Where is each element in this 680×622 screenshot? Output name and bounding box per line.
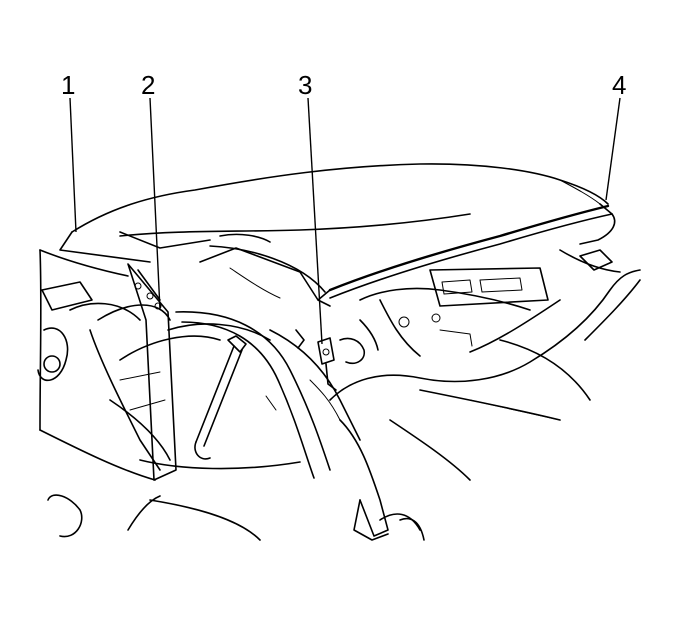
vehicle-line-art bbox=[37, 163, 641, 541]
callout-4-label: 4 bbox=[612, 70, 626, 100]
callout-3-label: 3 bbox=[298, 70, 312, 100]
callout-labels: 1 2 3 4 bbox=[61, 70, 626, 100]
callout-leaders bbox=[69, 97, 621, 345]
callout-2-leader bbox=[149, 97, 161, 311]
callout-3-leader bbox=[307, 97, 323, 345]
callout-1-label: 1 bbox=[61, 70, 75, 100]
callout-4-leader bbox=[605, 97, 621, 201]
callout-1-leader bbox=[69, 97, 77, 233]
callout-2-label: 2 bbox=[141, 70, 155, 100]
